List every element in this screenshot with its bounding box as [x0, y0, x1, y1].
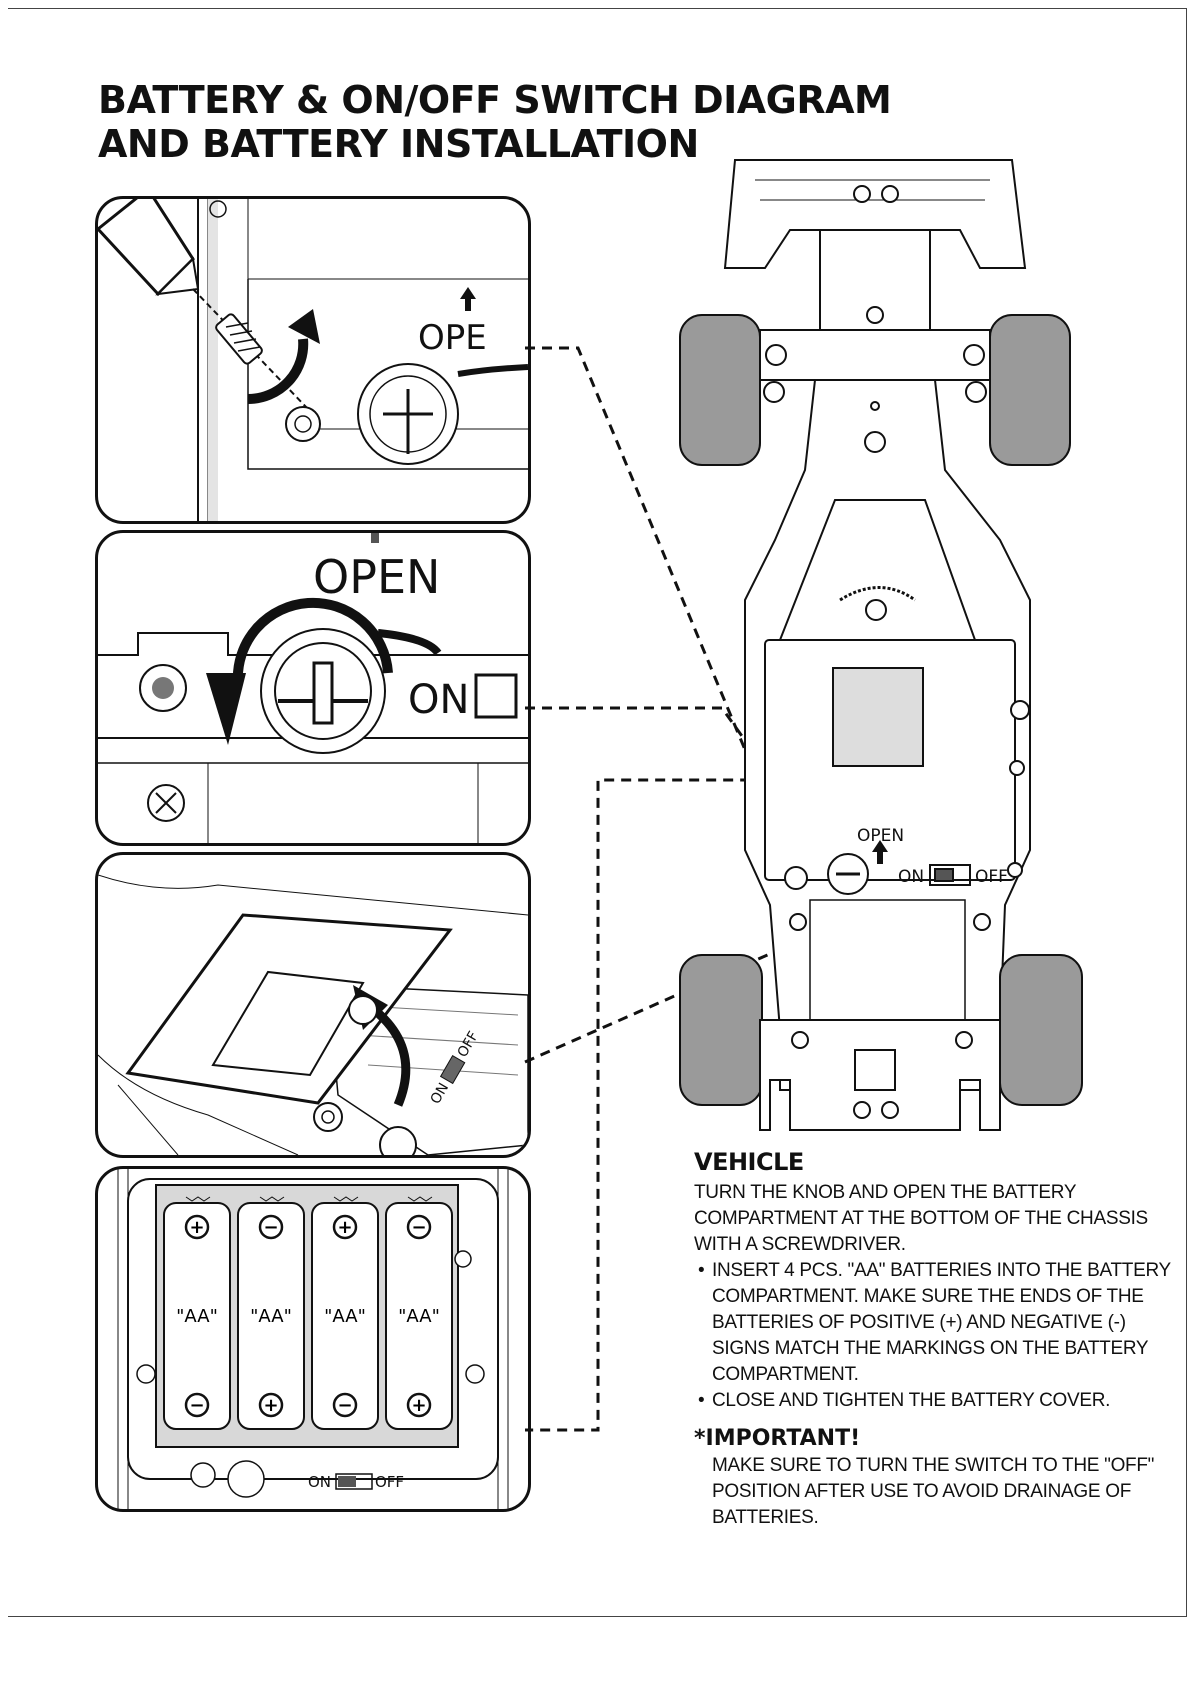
panel-knob-turn: OPEN ON [95, 530, 531, 846]
open-label: OPEN [313, 550, 440, 604]
vehicle-step: INSERT 4 PCS. "AA" BATTERIES INTO THE BA… [694, 1258, 1174, 1388]
aa-battery-cell: − + "AA" [237, 1196, 305, 1430]
bottom-rule [8, 1616, 1186, 1617]
important-text: MAKE SURE TO TURN THE SWITCH TO THE "OFF… [712, 1455, 1155, 1528]
car-open-label: OPEN [857, 826, 904, 846]
svg-text:−: − [337, 1395, 352, 1416]
battery-cell-label: "AA" [176, 1306, 218, 1327]
panel-cover-open: ON OFF [95, 852, 531, 1158]
panel-batteries: + − "AA" − + "AA" + − "AA" − + "AA" ON OFF [95, 1166, 531, 1512]
vehicle-steps: INSERT 4 PCS. "AA" BATTERIES INTO THE BA… [694, 1258, 1174, 1414]
battery-cells: + − "AA" − + "AA" + − "AA" − + "AA" [163, 1196, 453, 1430]
vehicle-chassis-icon [679, 159, 1083, 1131]
car-off-label: OFF [975, 867, 1008, 887]
negative-terminal-icon [258, 1214, 284, 1240]
battery-cell-label: "AA" [398, 1306, 440, 1327]
battery-cell-label: "AA" [250, 1306, 292, 1327]
svg-text:+: + [337, 1217, 352, 1238]
vehicle-intro: TURN THE KNOB AND OPEN THE BATTERY COMPA… [694, 1182, 1148, 1255]
battery-cell-label: "AA" [324, 1306, 366, 1327]
car-on-label: ON [898, 867, 924, 887]
open-label: OPE [418, 318, 487, 358]
svg-text:+: + [189, 1217, 204, 1238]
panel-screw-removal: OPE [95, 196, 531, 524]
page-title: BATTERY & ON/OFF SWITCH DIAGRAM AND BATT… [98, 78, 892, 166]
positive-terminal-icon [406, 1392, 432, 1418]
vehicle-step: CLOSE AND TIGHTEN THE BATTERY COVER. [694, 1388, 1174, 1414]
screw-icon [215, 313, 263, 365]
svg-text:+: + [263, 1395, 278, 1416]
switch-off-label: OFF [375, 1473, 404, 1491]
rotate-knob-arrow-icon [206, 597, 393, 745]
important-heading: *IMPORTANT! [694, 1426, 861, 1451]
battery-cover-icon [125, 913, 453, 1132]
positive-terminal-icon [184, 1214, 210, 1240]
screwdriver-icon [98, 199, 200, 297]
negative-terminal-icon [332, 1392, 358, 1418]
svg-text:−: − [411, 1217, 426, 1238]
title-line-2: AND BATTERY INSTALLATION [98, 122, 699, 166]
negative-terminal-icon [184, 1392, 210, 1418]
vehicle-heading: VEHICLE [694, 1148, 804, 1176]
page-border [8, 8, 1187, 1617]
vehicle-instructions: VEHICLE TURN THE KNOB AND OPEN THE BATTE… [694, 1148, 1174, 1531]
negative-terminal-icon [406, 1214, 432, 1240]
svg-text:+: + [411, 1395, 426, 1416]
on-label: ON [408, 677, 469, 723]
aa-battery-cell: − + "AA" [385, 1196, 453, 1430]
aa-battery-cell: + − "AA" [163, 1196, 231, 1430]
aa-battery-cell: + − "AA" [311, 1196, 379, 1430]
svg-text:−: − [263, 1217, 278, 1238]
switch-on-label: ON [308, 1473, 331, 1491]
positive-terminal-icon [258, 1392, 284, 1418]
leader-line-screw [525, 346, 802, 883]
title-line-1: BATTERY & ON/OFF SWITCH DIAGRAM [98, 78, 892, 122]
counter-rotation-arrow-icon [247, 309, 320, 405]
svg-text:−: − [189, 1395, 204, 1416]
positive-terminal-icon [332, 1214, 358, 1240]
